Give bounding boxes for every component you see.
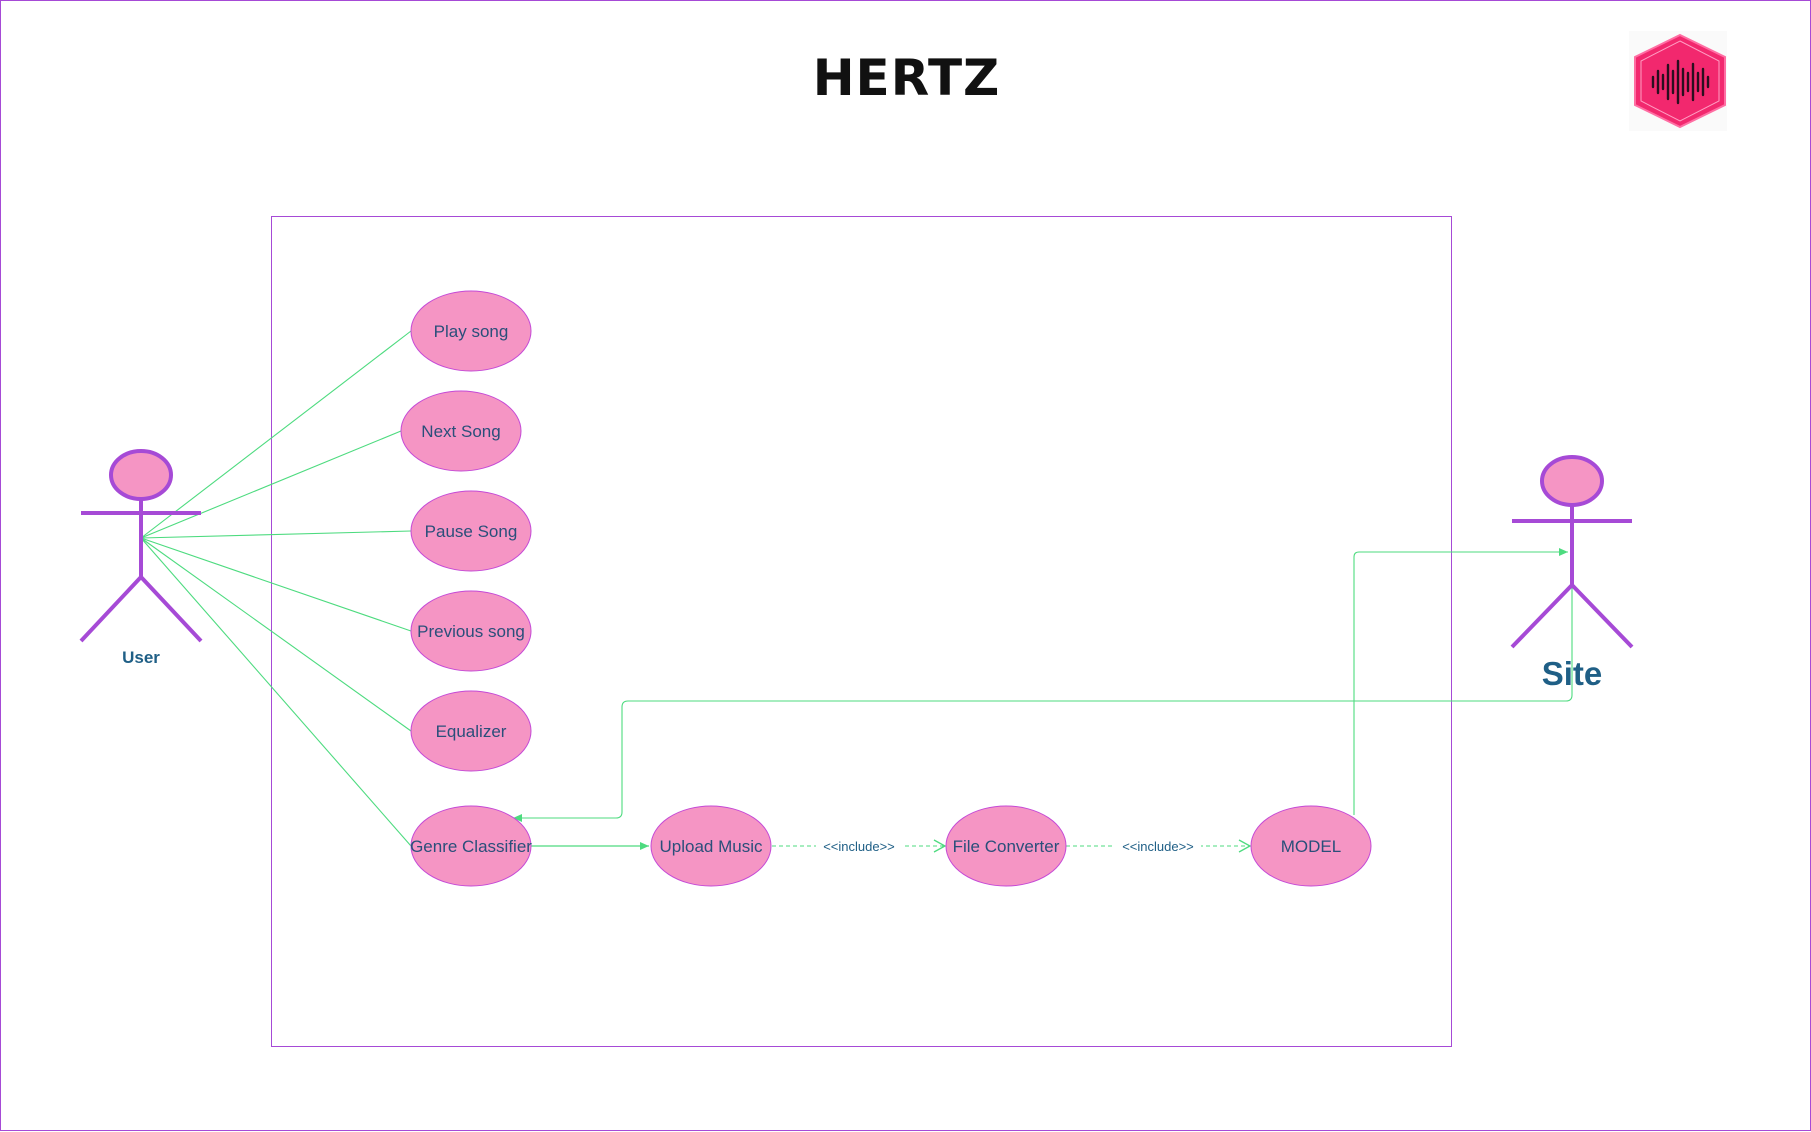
use-case-label: Pause Song — [425, 522, 518, 541]
association-previous-song — [140, 537, 412, 632]
use-case-label: Play song — [434, 322, 509, 341]
association-play-song — [140, 330, 412, 539]
use-case-label: MODEL — [1281, 837, 1341, 856]
use-case-next-song[interactable]: Next Song — [400, 390, 522, 472]
use-case-label: Genre Classifier — [410, 837, 532, 856]
association-genre-classifier — [140, 537, 412, 847]
use-case-upload-music[interactable]: Upload Music — [650, 805, 772, 887]
association-next-song — [140, 430, 402, 539]
use-case-label: Upload Music — [660, 837, 763, 856]
association-pause-song — [140, 530, 412, 539]
sound-wave-hexagon-logo-icon — [1629, 31, 1727, 131]
actor-site-label: Site — [1542, 655, 1603, 692]
use-case-genre-classifier[interactable]: Genre Classifier — [410, 805, 532, 887]
use-case-model[interactable]: MODEL — [1250, 805, 1372, 887]
use-case-label: Equalizer — [436, 722, 507, 741]
use-case-label: Next Song — [421, 422, 500, 441]
actor-user-label: User — [122, 648, 160, 667]
association-equalizer — [140, 537, 412, 732]
use-case-file-converter[interactable]: File Converter — [945, 805, 1067, 887]
use-case-play-song[interactable]: Play song — [410, 290, 532, 372]
use-case-equalizer[interactable]: Equalizer — [410, 690, 532, 772]
include-label-2: <<include>> — [1122, 839, 1194, 854]
use-case-pause-song[interactable]: Pause Song — [410, 490, 532, 572]
use-case-previous-song[interactable]: Previous song — [410, 590, 532, 672]
actor-user[interactable]: User — [79, 449, 203, 667]
model-to-site-arrow — [1353, 548, 1568, 815]
site-to-genre-arrow — [513, 586, 1573, 822]
actor-site[interactable]: Site — [1510, 455, 1634, 692]
diagram-title: HERTZ — [812, 49, 1001, 107]
use-case-label: File Converter — [953, 837, 1060, 856]
actor-head-icon — [1540, 455, 1604, 507]
user-associations — [140, 330, 412, 847]
use-case-label: Previous song — [417, 622, 525, 641]
actor-head-icon — [109, 449, 173, 501]
include-label-1: <<include>> — [823, 839, 895, 854]
